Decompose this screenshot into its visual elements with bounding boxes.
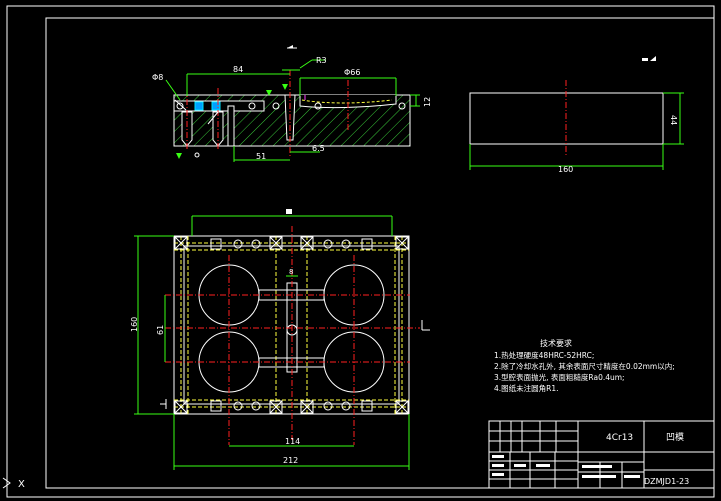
section-view: 84 R3 Φ66 Φ8 12 51 6.5 (152, 56, 432, 162)
tech-requirements: 技术要求 1.热处理硬度48HRC-52HRC; 2.除了冷却水孔外, 其余表面… (494, 338, 675, 393)
plan-view: 212 114 160 61 8 (130, 209, 430, 470)
drawing-frame (6, 5, 715, 498)
runner-system (258, 282, 325, 373)
cavity-profile (299, 95, 397, 109)
cavity-dashed (301, 99, 393, 104)
ucs-x-label: X (18, 479, 25, 490)
surface-symbol-1 (176, 153, 182, 159)
plan-dim-inner-height: 61 (156, 325, 165, 335)
tech-title: 技术要求 (540, 338, 572, 348)
plan-dim-marker (286, 209, 292, 214)
dim-diameter-hole: Φ8 (152, 73, 163, 82)
title-material: 4Cr13 (606, 433, 633, 443)
datum-symbol (194, 152, 200, 158)
dim-bottom-small: 6.5 (312, 144, 325, 153)
plan-dim-slot: 8 (289, 268, 293, 276)
water-hole-2 (211, 101, 221, 111)
water-hole-1 (194, 101, 204, 111)
dim-top-width: 84 (233, 65, 243, 74)
side-dim-height: 44 (669, 115, 678, 125)
dim-radius: R3 (316, 56, 327, 65)
side-dim-width: 160 (558, 165, 573, 174)
tech-line-1: 1.热处理硬度48HRC-52HRC; (494, 350, 594, 360)
roughness-mark-top (287, 45, 297, 49)
title-drawing-no: DZMJD1-23 (644, 477, 689, 486)
side-view: 160 44 (469, 80, 684, 174)
title-block: 4Cr13 凹模 DZMJD1-23 (488, 420, 715, 489)
section-marks (160, 320, 430, 409)
dim-diameter-cavity: Φ66 (344, 68, 360, 77)
plan-dim-total-height: 160 (130, 317, 139, 332)
corner-markers (174, 236, 409, 414)
tech-line-2: 2.除了冷却水孔外, 其余表面尺寸精度在0.02mm以内; (494, 361, 675, 371)
dim-right-height: 12 (423, 97, 432, 107)
surface-symbol-3 (282, 84, 288, 90)
title-part-name: 凹模 (666, 432, 684, 443)
pin-holes (233, 239, 351, 411)
plan-dim-total-width: 212 (283, 456, 298, 465)
tech-line-4: 4.图纸未注圆角R1. (494, 383, 559, 393)
plan-dim-inner-width: 114 (285, 437, 300, 446)
ejector-hole-3 (227, 105, 235, 147)
dim-bottom-offset: 51 (256, 152, 266, 161)
ucs-icon: X (2, 477, 25, 490)
plan-center-lines (165, 226, 420, 445)
tech-line-3: 3.型腔表面抛光, 表面粗糙度Ra0.4um; (494, 372, 625, 382)
surface-symbol-2 (266, 90, 272, 96)
roughness-mark-right (642, 56, 656, 61)
